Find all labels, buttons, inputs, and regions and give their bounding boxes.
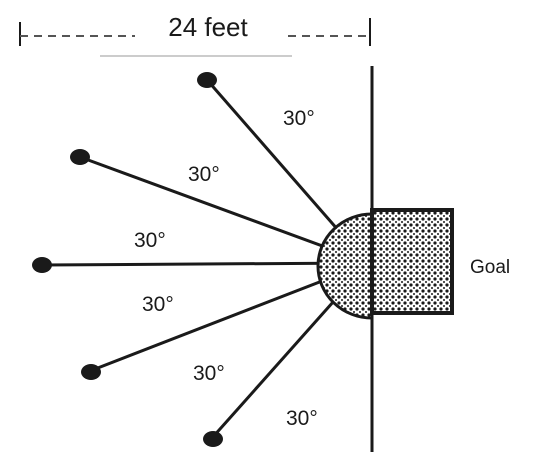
player-position-2 [70, 149, 90, 165]
goal-label: Goal [470, 257, 510, 278]
goal-crease [316, 212, 374, 320]
distance-label: 24 feet [168, 12, 248, 42]
angle-label-6: 30° [286, 407, 318, 430]
goal-box [370, 208, 454, 315]
player-position-1 [197, 72, 217, 88]
angle-label-3: 30° [134, 229, 166, 252]
ray-3 [41, 261, 367, 267]
player-position-3 [32, 257, 52, 273]
angle-label-2: 30° [188, 163, 220, 186]
distance-dimension: 24 feet [19, 12, 371, 57]
angle-label-1: 30° [283, 107, 315, 130]
player-position-5 [203, 431, 223, 447]
angle-label-4: 30° [142, 293, 174, 316]
player-position-4 [81, 364, 101, 380]
angle-label-5: 30° [193, 362, 225, 385]
ray-2 [79, 155, 367, 264]
